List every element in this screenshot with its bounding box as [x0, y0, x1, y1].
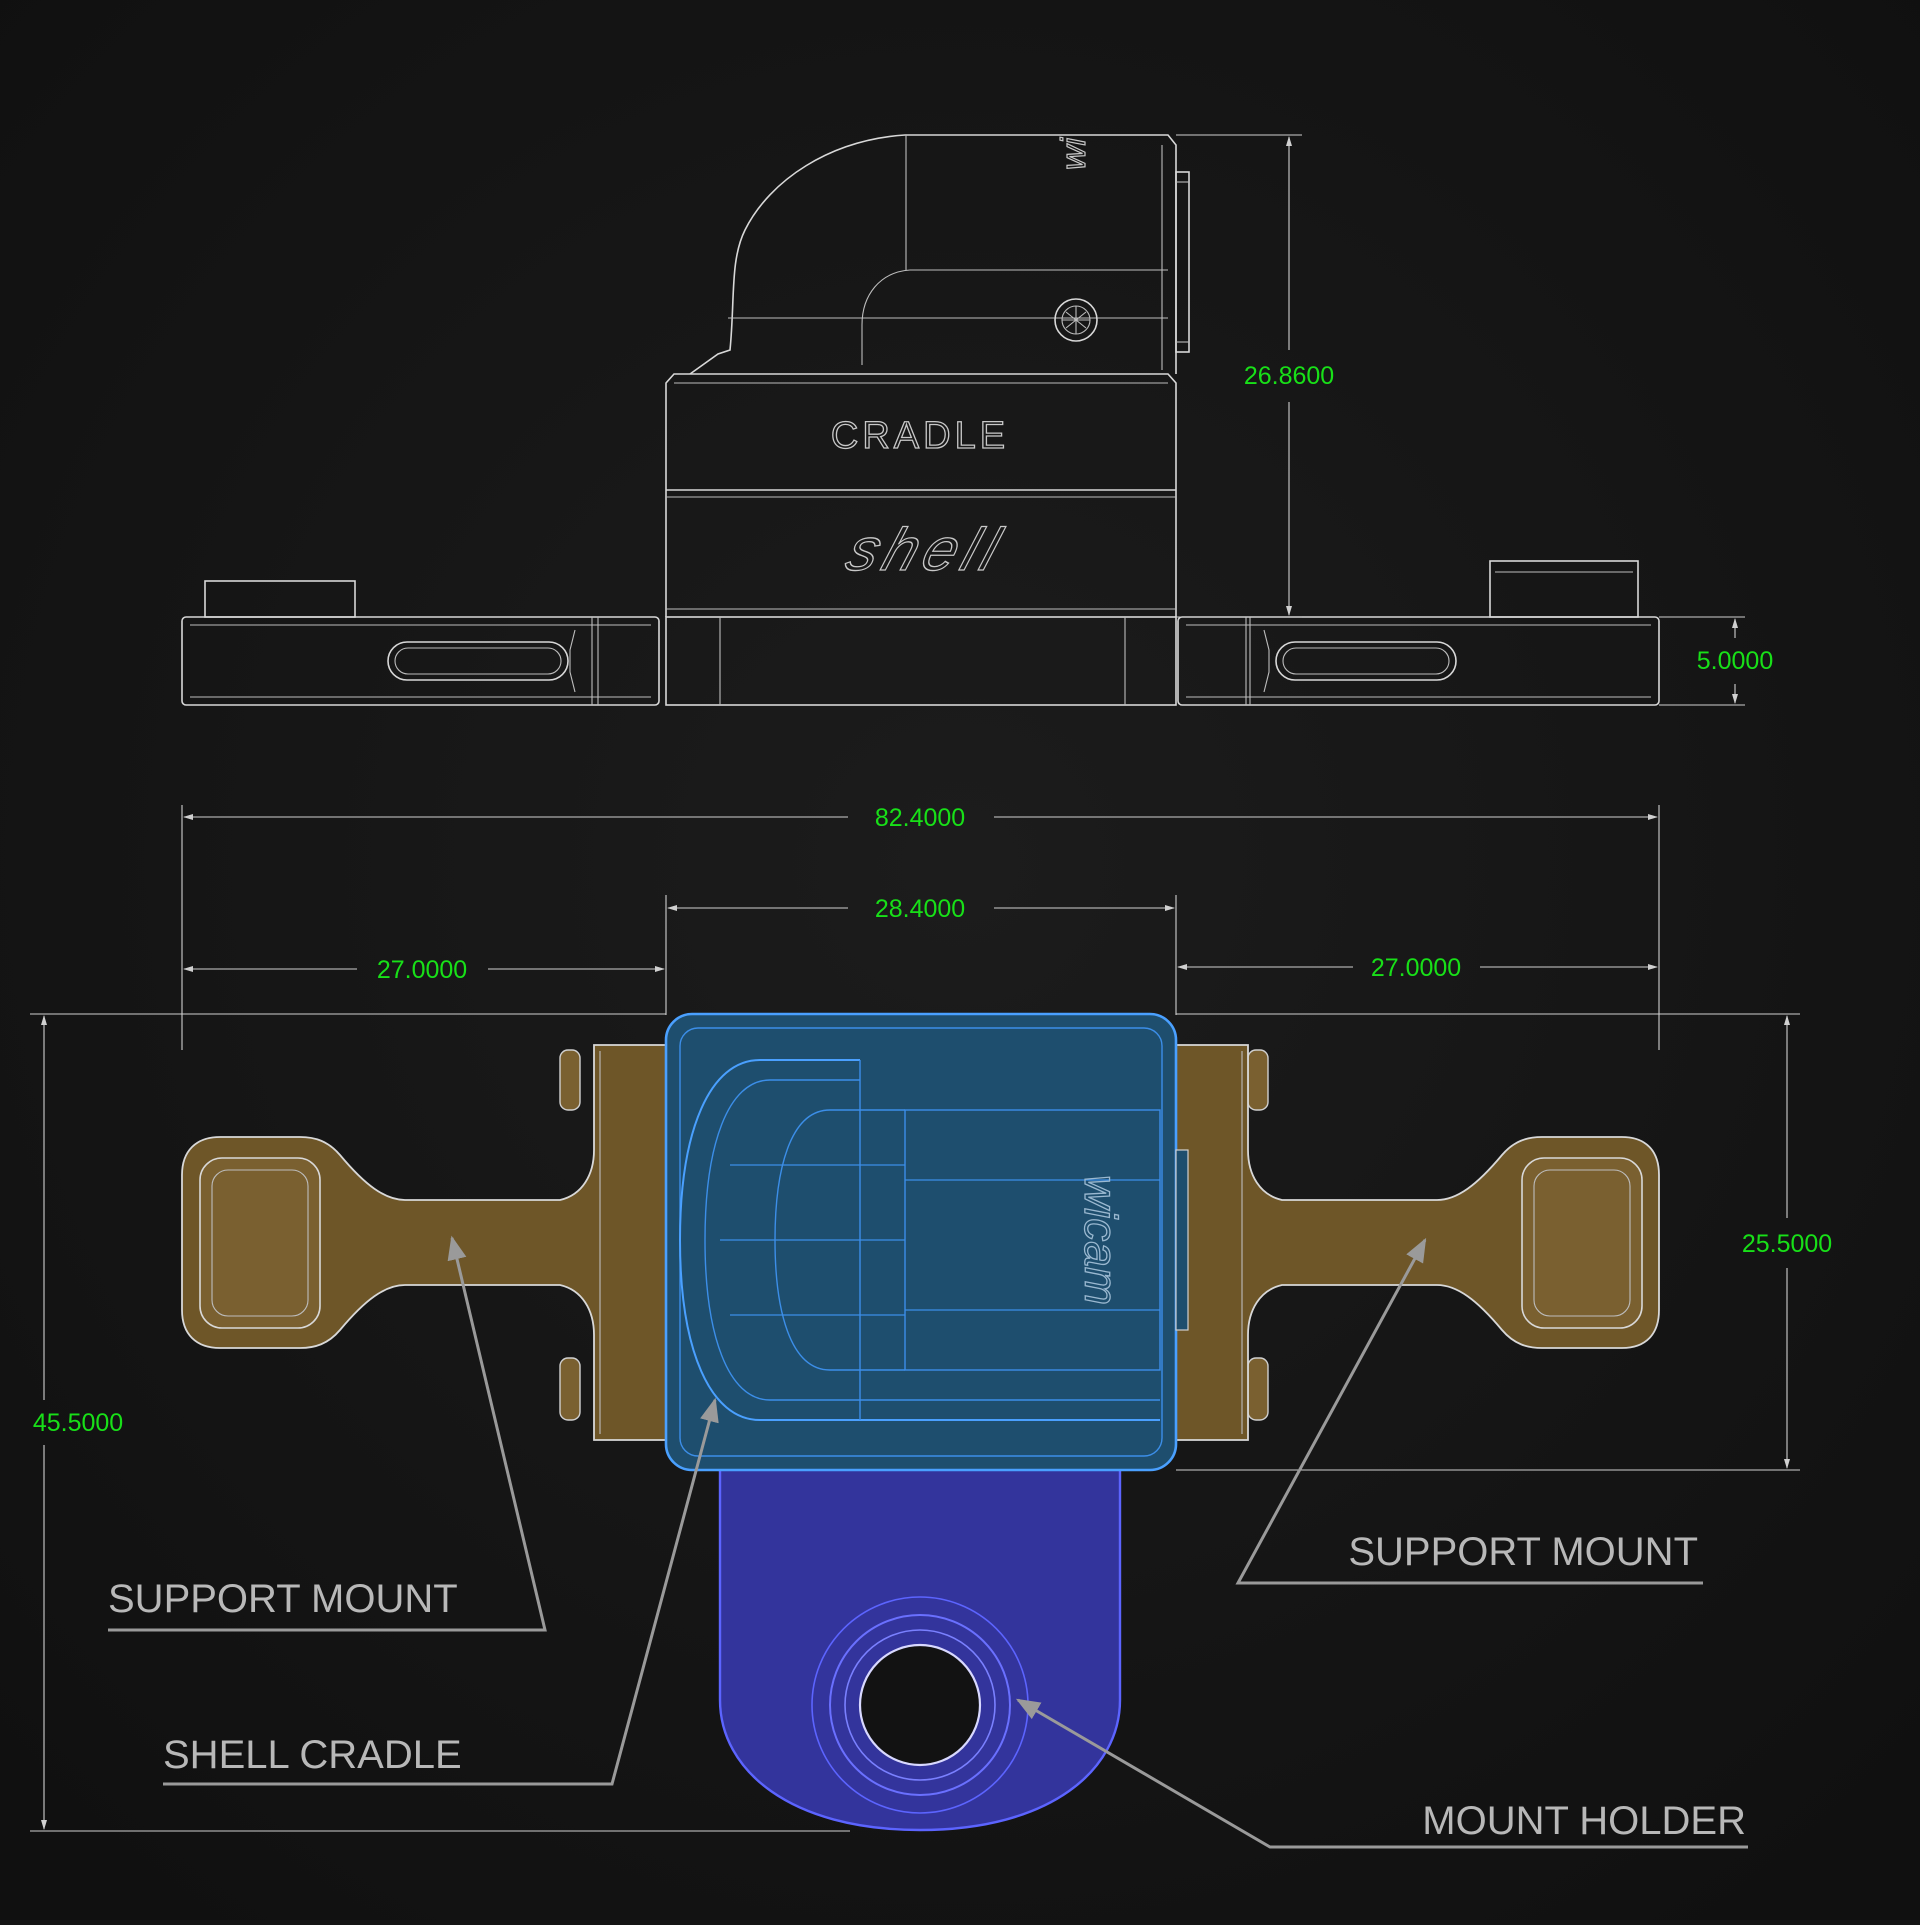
top-dimensions: 82.4000 28.4000 27.0000 27.0000 25.5000 … [30, 804, 1832, 1832]
left-slot [387, 641, 569, 681]
leader-support-mount-left [108, 1235, 547, 1632]
callout-shell-cradle: SHELL CRADLE [163, 1733, 462, 1777]
top-view: 82.4000 28.4000 27.0000 27.0000 25.5000 … [30, 804, 1832, 1849]
callouts: SUPPORT MOUNT SUPPORT MOUNT SHELL CRADLE… [108, 1235, 1748, 1849]
dim-left-mount-width: 27.0000 [377, 956, 467, 984]
side-logo: wi [1055, 136, 1093, 170]
leader-support-mount-right [1235, 1237, 1703, 1585]
side-cradle-block: CRADLE shell wi [665, 134, 1190, 706]
mount-holder [718, 1458, 1122, 1832]
dim-total-height: 26.8600 [1244, 362, 1334, 390]
elbow-body [689, 134, 1177, 375]
callout-mount-holder: MOUNT HOLDER [1422, 1799, 1746, 1843]
callout-support-mount-left: SUPPORT MOUNT [108, 1577, 458, 1621]
center-base-block [665, 616, 1177, 706]
side-base-plate [181, 560, 1660, 706]
dim-base-thickness: 5.0000 [1697, 647, 1773, 675]
left-boss [204, 580, 356, 618]
right-base-plate [1177, 616, 1660, 706]
shell-cradle: wicam [664, 1012, 1189, 1472]
side-dimensions: 26.8600 5.0000 [1176, 134, 1773, 706]
side-view: CRADLE shell wi 26.8600 [181, 134, 1773, 706]
right-boss [1489, 560, 1639, 618]
right-slot [1275, 641, 1457, 681]
dim-cradle-width: 28.4000 [875, 895, 965, 923]
dim-mount-depth: 25.5000 [1742, 1230, 1832, 1258]
screw-icon [1054, 298, 1098, 342]
callout-support-mount-right: SUPPORT MOUNT [1348, 1530, 1698, 1574]
dim-overall-width: 82.4000 [875, 804, 965, 832]
side-lens-edge [1175, 171, 1190, 353]
leader-mount-holder [1015, 1698, 1748, 1849]
support-mount-left [181, 1044, 667, 1441]
shell-logo: shell [839, 516, 1014, 583]
wicam-logo: wicam [1075, 1175, 1127, 1305]
mount-hole [858, 1643, 982, 1767]
leader-shell-cradle [163, 1397, 719, 1786]
cradle-label: CRADLE [831, 415, 1009, 457]
shell-housing [665, 373, 1177, 617]
left-base-plate [181, 616, 660, 706]
dim-right-mount-width: 27.0000 [1371, 954, 1461, 982]
dim-overall-depth: 45.5000 [33, 1409, 123, 1437]
